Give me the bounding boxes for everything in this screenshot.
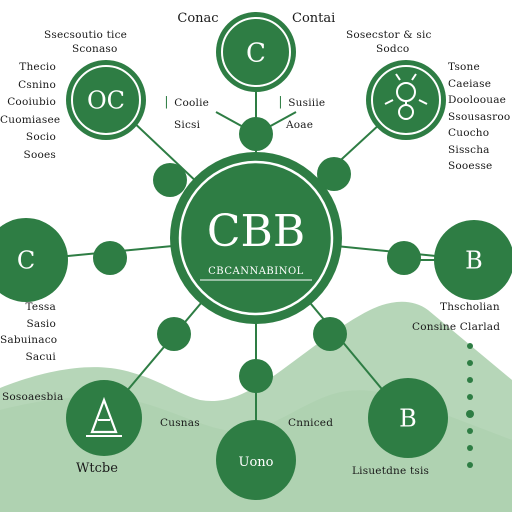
molecule-bond xyxy=(411,73,417,81)
right-lower-line1: Thscholian xyxy=(440,301,500,313)
left-upper-list: Thecio Csnino Cooiubio Cuomiasee Socio S… xyxy=(0,61,61,167)
legend-dot xyxy=(467,462,473,468)
molecule-bond xyxy=(395,73,401,81)
legend-dot xyxy=(467,377,473,383)
left-lower-item: Tessa xyxy=(25,301,56,313)
node-top-circle xyxy=(216,12,296,92)
left-upper-item: Csnino xyxy=(18,78,56,91)
center-title: CBB xyxy=(207,206,305,257)
legend-dot xyxy=(467,428,473,434)
legend-dot xyxy=(466,410,474,418)
left-lower-item: Sabuinaco xyxy=(0,334,58,346)
legend-dot xyxy=(467,343,473,349)
label-top-left-line2: Sconaso xyxy=(72,43,118,55)
flask-outline xyxy=(90,396,118,434)
right-upper-item: Tsone xyxy=(448,61,480,73)
node-bottom-right-letter: B xyxy=(399,405,417,433)
satellite-dot xyxy=(239,117,273,151)
left-upper-item: Socio xyxy=(25,131,56,143)
left-upper-item: Thecio xyxy=(19,61,56,73)
molecule-bond xyxy=(384,99,394,105)
bullet-bar: ▏ xyxy=(166,97,175,109)
node-top-left-letter: OC xyxy=(87,87,125,115)
left-upper-item: Cooiubio xyxy=(7,96,56,108)
right-upper-list: Tsone Caeiase Dooloouae Ssousasroo Cuoch… xyxy=(448,62,512,178)
left-lower-item: Sacui xyxy=(25,350,56,363)
bullet-bar: ▏ xyxy=(280,97,289,109)
label-top-left-line1: Ssecsoutio tice xyxy=(44,29,128,41)
label-top-right-line1: Contai xyxy=(292,11,336,26)
legend-dot xyxy=(467,394,473,400)
node-top-left-circle xyxy=(66,60,146,140)
satellite-dot xyxy=(153,163,187,197)
mid-left-col1-line2: Sicsi xyxy=(174,119,201,131)
bottom-right-note: Lisuetdne tsis xyxy=(352,465,430,477)
label-top-center: Conac xyxy=(177,11,219,26)
bottom-left-name: Wtcbe xyxy=(76,461,118,476)
bottom-center-left: Cusnas xyxy=(160,417,200,429)
node-bottom-label: Uono xyxy=(239,455,274,470)
right-upper-item: Dooloouae xyxy=(448,94,507,106)
satellite-dot xyxy=(387,241,421,275)
left-upper-item: Sooes xyxy=(23,148,56,161)
satellite-dot xyxy=(317,157,351,191)
legend-dot xyxy=(467,445,473,451)
node-right-circle xyxy=(434,220,512,300)
molecule-bond xyxy=(418,99,428,105)
node-left-circle xyxy=(0,218,68,302)
mid-left-col1-line1: ▏Coolie xyxy=(166,98,209,109)
satellite-dot xyxy=(313,317,347,351)
left-lower-item: Sasio xyxy=(26,317,56,330)
center-hub-ring xyxy=(178,160,334,316)
node-right-letter: B xyxy=(465,247,483,275)
flask-icon xyxy=(86,396,122,437)
mid-left-col1-text1: Coolie xyxy=(174,97,210,109)
mid-left-col2-line2: Aoae xyxy=(286,119,314,131)
left-lower-list: Tessa Sasio Sabuinaco Sacui xyxy=(0,301,58,368)
right-upper-item: Sisscha xyxy=(448,143,490,156)
node-top-left-ring xyxy=(71,65,141,135)
label-top-right-line3: Sodco xyxy=(376,43,410,55)
right-upper-item: Cuocho xyxy=(448,127,490,139)
node-top-ring xyxy=(221,17,291,87)
node-top-letter: C xyxy=(246,38,266,68)
node-bottom-left-circle xyxy=(66,380,142,456)
left-bottom-note: Sosoaesbia xyxy=(2,391,64,403)
right-lower-line2: Consine Clarlad xyxy=(412,321,501,333)
node-left-letter: C xyxy=(17,247,35,275)
node-top-right-ring xyxy=(371,65,441,135)
center-subtitle: CBCANNABINOL xyxy=(208,266,304,277)
right-upper-item: Ssousasroo xyxy=(448,110,511,123)
right-upper-item: Sooesse xyxy=(448,160,493,172)
label-top-right-line2: Sosecstor & sic xyxy=(346,29,432,41)
mid-left-col2-line1: ▏Susiiie xyxy=(280,98,325,109)
satellite-dot xyxy=(93,241,127,275)
node-bottom-circle xyxy=(216,420,296,500)
center-hub-outer xyxy=(170,152,342,324)
node-bottom-right-circle xyxy=(368,378,448,458)
molecule-icon xyxy=(384,73,428,120)
left-upper-item: Cuomiasee xyxy=(0,113,61,126)
legend-dot xyxy=(467,360,473,366)
mid-left-col2-text1: Susiiie xyxy=(288,97,326,109)
satellite-dot xyxy=(239,359,273,393)
right-upper-item: Caeiase xyxy=(448,77,492,90)
satellite-dot xyxy=(157,317,191,351)
bottom-center-right: Cnniced xyxy=(288,417,334,429)
